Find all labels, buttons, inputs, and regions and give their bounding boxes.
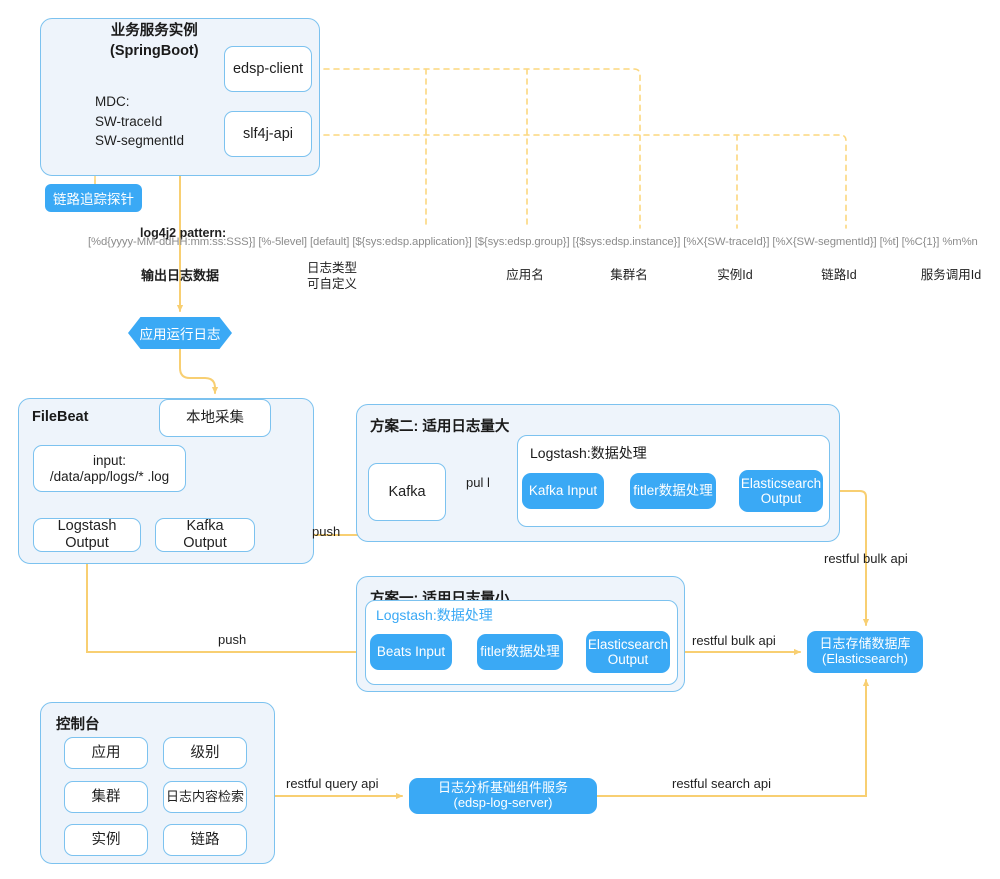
console-button-instance[interactable]: 实例: [64, 824, 148, 856]
edge-label-restful-query-api: restful query api: [286, 776, 379, 791]
edsp-client-node[interactable]: edsp-client: [224, 46, 312, 92]
edge-label-push-logstash: push: [218, 632, 247, 647]
filebeat-input-node[interactable]: input: /data/app/logs/* .log: [33, 445, 186, 492]
edge-label-restful-search-api: restful search api: [672, 776, 771, 791]
annotation-cluster-name: 集群名: [610, 268, 648, 282]
slf4j-api-node[interactable]: slf4j-api: [224, 111, 312, 157]
annotation-service-call-id: 服务调用Id: [920, 268, 982, 282]
solution-one-filter-node[interactable]: fitler数据处理: [477, 634, 563, 670]
edge-label-pull: pul l: [466, 475, 490, 490]
solution-two-title: 方案二: 适用日志量大: [370, 419, 510, 435]
filebeat-logstash-output-node[interactable]: Logstash Output: [33, 518, 141, 552]
kafka-node[interactable]: Kafka: [368, 463, 446, 521]
edge-label-push-kafka: push: [312, 524, 341, 539]
log-storage-database-node[interactable]: 日志存储数据库 (Elasticsearch): [807, 631, 923, 673]
console-title: 控制台: [56, 717, 100, 733]
edge-label-restful-bulk-api-two: restful bulk api: [824, 551, 908, 566]
solution-one-elasticsearch-output-node[interactable]: Elasticsearch Output: [586, 631, 670, 673]
local-collect-node[interactable]: 本地采集: [159, 399, 271, 437]
annotation-trace-id: 链路Id: [821, 268, 857, 282]
service-instance-title: 业务服务实例 (SpringBoot): [110, 23, 199, 59]
annotation-instance-id: 实例Id: [717, 268, 753, 282]
log4j-pattern-title: log4j2 pattern:: [140, 226, 227, 240]
trace-probe-badge[interactable]: 链路追踪探针: [45, 184, 142, 212]
solution-two-filter-node[interactable]: fitler数据处理: [630, 473, 716, 509]
console-button-trace[interactable]: 链路: [163, 824, 247, 856]
log-analysis-service-node[interactable]: 日志分析基础组件服务 (edsp-log-server): [409, 778, 597, 814]
solution-two-logstash-title: Logstash:数据处理: [530, 445, 647, 461]
kafka-input-node[interactable]: Kafka Input: [522, 473, 604, 509]
annotation-output-log-data: 输出日志数据: [140, 268, 219, 283]
console-button-cluster[interactable]: 集群: [64, 781, 148, 813]
log4j-pattern-string: [%d{yyyy-MM-ddHH:mm:ss:SSS}] [%-5level] …: [88, 236, 978, 248]
application-runtime-log-node: 应用运行日志: [128, 317, 232, 349]
console-button-level[interactable]: 级别: [163, 737, 247, 769]
solution-one-logstash-title: Logstash:数据处理: [376, 607, 493, 623]
mdc-label: MDC: SW-traceId SW-segmentId: [95, 94, 185, 149]
console-button-app[interactable]: 应用: [64, 737, 148, 769]
filebeat-kafka-output-node[interactable]: Kafka Output: [155, 518, 255, 552]
annotation-app-name: 应用名: [506, 268, 544, 282]
beats-input-node[interactable]: Beats Input: [370, 634, 452, 670]
edge-label-restful-bulk-api-one: restful bulk api: [692, 633, 776, 648]
console-button-log-content-search[interactable]: 日志内容检索: [163, 781, 247, 813]
annotation-log-type: 日志类型 可自定义: [306, 261, 357, 291]
solution-two-elasticsearch-output-node[interactable]: Elasticsearch Output: [739, 470, 823, 512]
filebeat-title: FileBeat: [32, 409, 89, 425]
